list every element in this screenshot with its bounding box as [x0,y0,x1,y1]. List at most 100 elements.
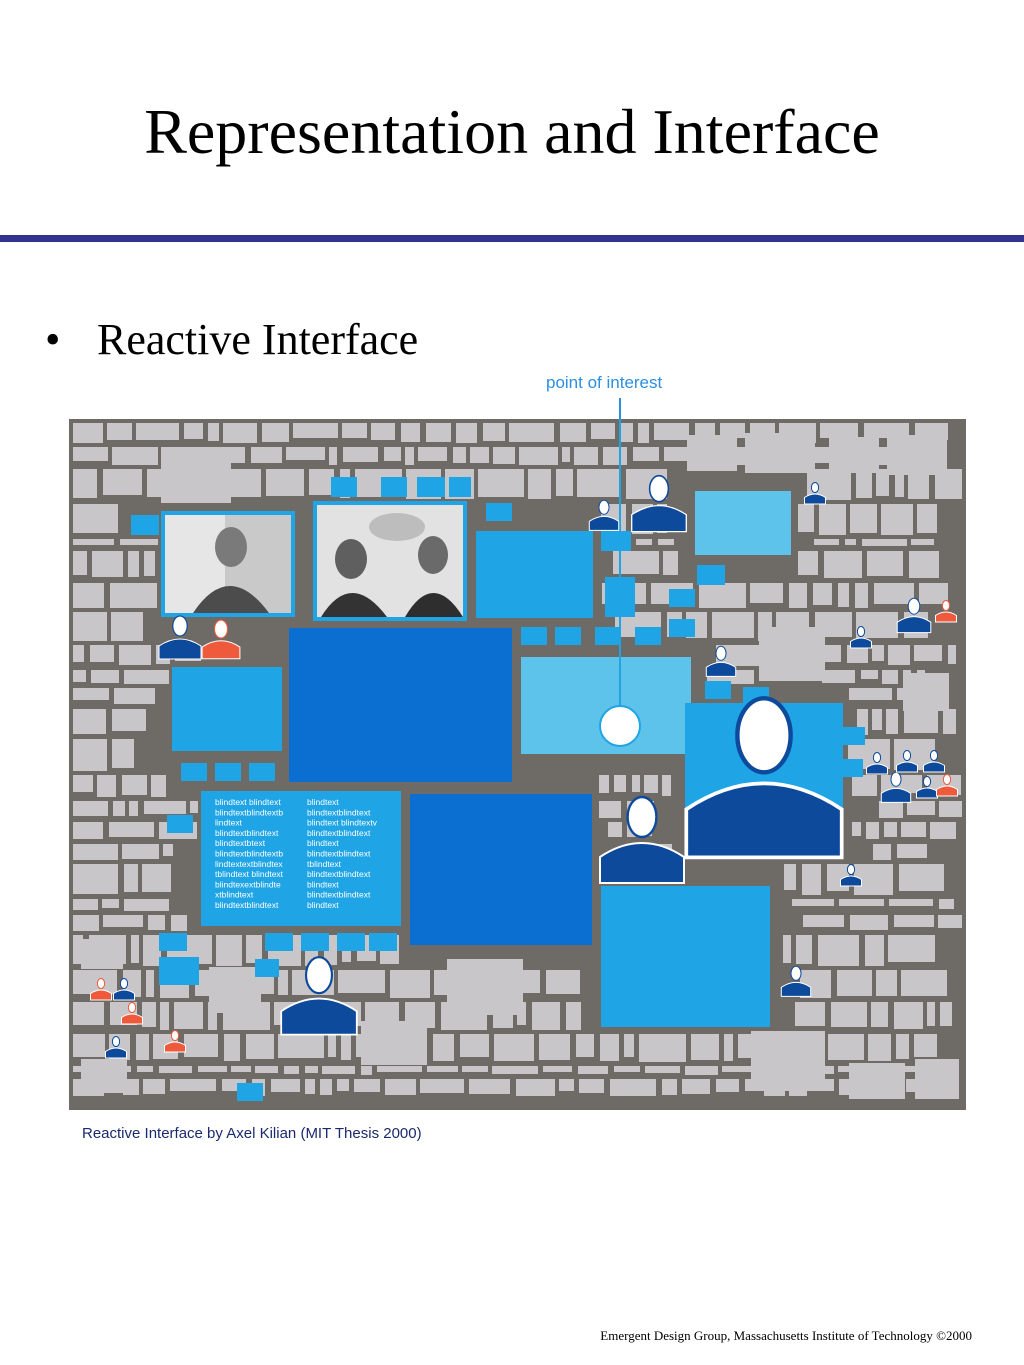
blue-tile [381,477,407,497]
blindtext-line: blindtext [307,879,339,889]
blindtext-line: xtblindtext [215,890,254,900]
person-body [916,787,938,799]
grey-tile [578,1066,608,1074]
grey-tile [867,551,903,576]
grey-tile [224,1034,240,1061]
grey-tile [128,551,139,577]
grey-tile [864,423,909,438]
person-head [922,776,932,787]
person-head [790,965,802,981]
content-block [476,531,593,618]
grey-tile [251,447,282,463]
grey-tile [129,801,138,816]
grey-tile [124,899,169,911]
title-divider [0,235,1024,242]
grey-tile [184,423,203,439]
grey-tile [872,709,882,730]
grey-tile [73,915,99,931]
grey-tile [160,1002,169,1030]
grey-tile [856,469,872,498]
grey-tile [939,801,962,817]
grey-tile [751,1031,825,1091]
grey-tile [897,688,905,700]
blue-tile [486,503,512,521]
grey-tile [795,1002,825,1026]
grey-tile [613,551,659,574]
grey-tile [829,437,879,473]
grey-tile [73,1002,104,1025]
grey-tile [720,423,745,438]
grey-tile [909,551,939,578]
grey-tile [819,504,846,535]
grey-tile [73,775,93,792]
person-head [902,750,912,761]
grey-tile [798,504,814,532]
person-head [172,615,188,637]
grey-tile [337,1079,349,1091]
grey-tile [831,1002,867,1027]
grey-tile [494,1034,534,1061]
person-body [896,761,918,773]
blindtext-line: tblindtext blindtext [215,869,284,879]
photo-left-figure-head [215,527,247,567]
grey-tile [271,1079,300,1092]
grey-tile [112,709,146,731]
person-body [158,638,202,660]
grey-tile [866,822,879,839]
grey-tile [620,423,633,442]
point-of-interest-label: point of interest [546,373,663,392]
grey-tile [546,970,580,994]
grey-tile [122,844,159,859]
photo-right-figure-head [418,536,448,574]
grey-tile [562,447,570,462]
blue-tile [181,763,207,781]
grey-tile [209,967,261,1013]
grey-tile [377,1066,422,1072]
grey-tile [456,423,477,443]
person-body [880,787,912,803]
person-red-head [127,1002,137,1013]
grey-tile [120,539,158,545]
grey-tile [462,1066,488,1072]
grey-tile [184,1034,218,1057]
person-head [929,750,939,761]
grey-tile [418,447,447,461]
person-body [113,989,135,1001]
grey-tile [286,447,325,460]
person-body [866,763,888,775]
grey-tile [865,935,884,966]
grey-tile [645,1066,680,1073]
grey-tile [911,539,934,545]
grey-tile [483,423,505,441]
blindtext-line: lindtext [215,818,243,828]
grey-tile [114,688,155,704]
grey-tile [109,822,154,837]
person-head [872,752,882,763]
person-red-head [96,978,106,989]
person-red-head [941,600,951,611]
grey-tile [591,423,615,439]
grey-tile [871,1002,888,1027]
blue-tile [449,477,471,497]
grey-tile [328,1034,336,1057]
slide-footer: Emergent Design Group, Massachusetts Ins… [600,1328,972,1343]
grey-tile [371,423,395,440]
grey-tile [255,1066,278,1073]
grey-tile [539,1034,570,1060]
grey-tile [73,469,97,498]
grey-tile [137,1066,153,1072]
grey-tile [633,447,659,461]
grey-tile [143,1079,165,1094]
grey-tile [433,1034,454,1061]
grey-tile [608,822,622,837]
grey-tile [639,1034,686,1062]
grey-tile [888,935,935,962]
grey-tile [73,899,98,910]
grey-tile [712,612,754,638]
grey-tile [566,1002,581,1030]
grey-tile [901,822,926,837]
blue-tile [131,515,159,535]
person-body [705,661,737,677]
grey-tile [915,1059,959,1099]
grey-tile [73,583,104,608]
